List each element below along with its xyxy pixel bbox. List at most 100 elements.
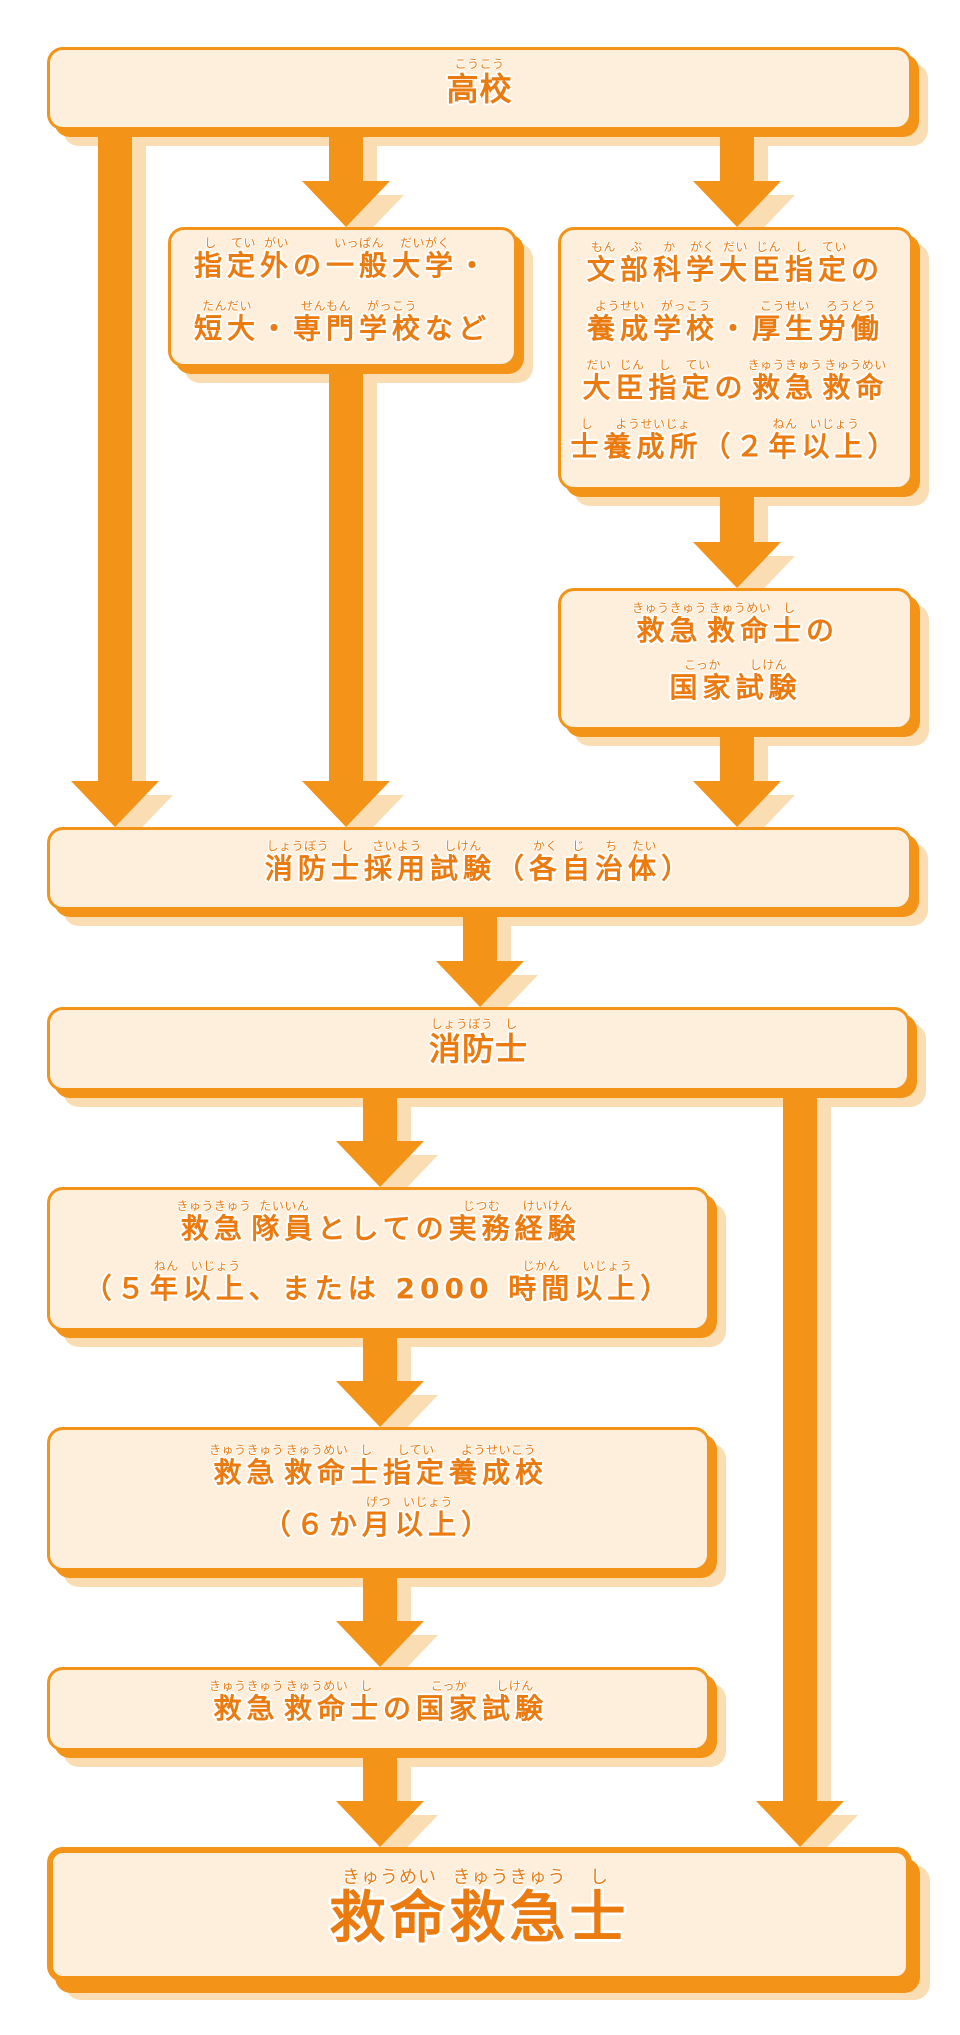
base-text: 科 bbox=[652, 253, 686, 286]
furigana: いじょう bbox=[582, 1259, 633, 1273]
furigana: きゅうめい bbox=[708, 600, 772, 615]
furigana: し bbox=[341, 838, 354, 853]
ruby-word: がっこう学校 bbox=[359, 299, 425, 345]
ruby-word: かく各 bbox=[529, 839, 562, 885]
base-text: ・ bbox=[718, 312, 752, 345]
furigana: がい bbox=[263, 235, 289, 250]
base-text: 救命 bbox=[283, 1456, 350, 1489]
ruby-word: たい体 bbox=[628, 839, 661, 885]
base-text: など bbox=[425, 311, 492, 345]
furigana: がく bbox=[689, 240, 715, 254]
ruby-word: さいよう採用 bbox=[364, 839, 430, 885]
base-text: 大学 bbox=[392, 248, 459, 282]
base-text: 養成校 bbox=[449, 1456, 549, 1489]
text-line: きゅうめい救命きゅうきゅう救急し士 bbox=[330, 1867, 630, 1949]
furigana: し bbox=[360, 1443, 373, 1457]
base-text: 救急 bbox=[636, 613, 703, 647]
ruby-word: きゅうめい救命 bbox=[284, 1443, 350, 1489]
base-text: 月 bbox=[361, 1508, 395, 1541]
base-text: 士 bbox=[349, 1456, 383, 1489]
furigana: てい bbox=[685, 358, 711, 372]
text-line: しょうぼう消防し士さいよう採用しけん試験（かく各じ自ち治たい体） bbox=[265, 839, 694, 885]
base-text: 救命 bbox=[283, 1692, 350, 1725]
text-line: こっか国家しけん試験 bbox=[669, 658, 801, 704]
ruby-word: しけん試験 bbox=[736, 658, 802, 704]
base-text: 大 bbox=[582, 371, 616, 404]
furigana: じん bbox=[756, 240, 782, 254]
base-text: 学校 bbox=[359, 311, 426, 345]
furigana: きゅうきゅう bbox=[208, 1443, 284, 1457]
furigana: し bbox=[204, 235, 217, 250]
ruby-word: し士 bbox=[773, 601, 806, 647]
base-text: 採用 bbox=[363, 851, 430, 885]
ruby-word: せんもん専門 bbox=[293, 299, 359, 345]
arrow-high-school-to-recruitment-exam bbox=[71, 125, 173, 841]
base-text: 救急 bbox=[213, 1692, 280, 1725]
text-segment: の bbox=[383, 1679, 416, 1725]
furigana: けいけん bbox=[522, 1199, 573, 1213]
base-text: 以上 bbox=[801, 430, 868, 463]
base-text: 定 bbox=[681, 371, 715, 404]
base-text: （５ bbox=[83, 1272, 150, 1305]
text-segment: ） bbox=[640, 1259, 673, 1305]
furigana: こっか bbox=[684, 657, 721, 672]
furigana: こっか bbox=[430, 1679, 468, 1693]
base-text: 臣 bbox=[752, 253, 786, 286]
base-text: （２ bbox=[702, 430, 769, 463]
furigana: きゅうきゅう bbox=[747, 358, 823, 372]
furigana: ろうどう bbox=[826, 299, 877, 313]
down-arrow-icon bbox=[693, 485, 781, 588]
down-arrow-icon bbox=[336, 1085, 424, 1187]
text-segment: ・ bbox=[260, 299, 293, 345]
base-text: 消防 bbox=[428, 1030, 495, 1068]
ruby-word: けいけん経験 bbox=[515, 1199, 581, 1245]
base-text: 養成 bbox=[586, 312, 653, 345]
furigana: こうこう bbox=[454, 56, 505, 71]
arrow-designated-school-to-national-exam bbox=[336, 1565, 438, 1681]
furigana: ねん bbox=[153, 1259, 179, 1273]
furigana: てい bbox=[230, 235, 256, 250]
box-firefighter: しょうぼう消防し士 bbox=[47, 1007, 910, 1091]
base-text: の bbox=[851, 253, 885, 286]
base-text: 短大 bbox=[193, 311, 260, 345]
text-segment: ） bbox=[868, 417, 901, 463]
arrow-high-school-to-designated-training-school bbox=[693, 125, 795, 241]
text-segment: ・ bbox=[719, 299, 752, 345]
ruby-word: いじょう以上 bbox=[395, 1495, 461, 1541]
furigana: きゅうきゅう bbox=[208, 1679, 284, 1693]
furigana: きゅうきゅう bbox=[176, 1199, 252, 1213]
furigana: こうせい bbox=[760, 299, 811, 313]
box-paramedic-designated-school: きゅうきゅう救急きゅうめい救命し士してい指定ようせいこう養成校（６かげつ月いじょ… bbox=[47, 1427, 710, 1571]
base-text: 救命 bbox=[706, 613, 773, 647]
furigana: きゅうめい bbox=[285, 1443, 349, 1457]
base-text: 臣 bbox=[615, 371, 649, 404]
ruby-word: しょうぼう消防 bbox=[265, 839, 331, 885]
arrow-training-school-to-national-exam bbox=[693, 485, 795, 602]
base-text: 士 bbox=[349, 1692, 383, 1725]
ruby-word: いじょう以上 bbox=[183, 1259, 249, 1305]
base-text: 大 bbox=[718, 253, 752, 286]
ruby-word: きゅうきゅう救急 bbox=[748, 358, 823, 404]
ruby-word: きゅうきゅう救急 bbox=[209, 1443, 284, 1489]
furigana: し bbox=[505, 1017, 518, 1031]
text-segment: の bbox=[293, 236, 326, 282]
text-segment: の bbox=[806, 601, 839, 647]
ruby-word: こうせい厚生 bbox=[752, 299, 818, 345]
furigana: ねん bbox=[772, 417, 798, 431]
ruby-word: きゅうきゅう救急 bbox=[209, 1679, 284, 1725]
base-text: 高校 bbox=[446, 69, 513, 108]
base-text: 時間 bbox=[508, 1272, 575, 1305]
ruby-word: し士 bbox=[570, 1867, 630, 1949]
ruby-word: ようせい養成 bbox=[587, 299, 653, 345]
down-arrow-icon bbox=[302, 125, 390, 227]
arrow-firefighter-to-ems-experience bbox=[336, 1085, 438, 1201]
text-segment: の bbox=[851, 240, 884, 286]
base-text: 学校 bbox=[652, 312, 719, 345]
base-text: としての bbox=[317, 1212, 449, 1245]
ruby-word: てい定 bbox=[681, 358, 714, 404]
ruby-word: きゅうめい救命 bbox=[707, 601, 773, 647]
base-text: 年 bbox=[768, 430, 802, 463]
down-arrow-icon bbox=[336, 1565, 424, 1667]
furigana: きゅうめい bbox=[285, 1679, 349, 1693]
base-text: 救命 bbox=[822, 371, 889, 404]
